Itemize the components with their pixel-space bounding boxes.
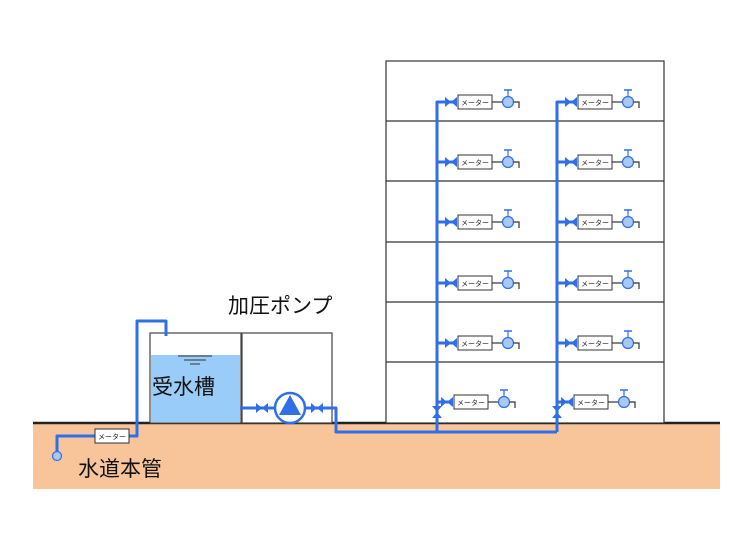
svg-text:メーター: メーター bbox=[581, 98, 609, 107]
tank-water bbox=[151, 355, 240, 422]
svg-text:メーター: メーター bbox=[98, 432, 126, 441]
svg-text:メーター: メーター bbox=[461, 218, 489, 227]
svg-text:メーター: メーター bbox=[461, 98, 489, 107]
water-level-mark bbox=[178, 355, 212, 365]
street-water-meter: メーター bbox=[94, 428, 130, 444]
unit-water-meter: メーター bbox=[573, 394, 609, 410]
svg-text:メーター: メーター bbox=[581, 279, 609, 288]
svg-text:メーター: メーター bbox=[461, 158, 489, 167]
unit-water-meter: メーター bbox=[457, 335, 493, 351]
unit-water-meter: メーター bbox=[577, 275, 613, 291]
svg-text:メーター: メーター bbox=[581, 218, 609, 227]
pump-inlet-valve-icon bbox=[256, 403, 268, 413]
ground bbox=[33, 424, 720, 489]
water-main-label: 水道本管 bbox=[78, 457, 162, 481]
booster-pump-label: 加圧ポンプ bbox=[228, 294, 333, 318]
water-main-icon bbox=[51, 450, 63, 462]
svg-text:メーター: メーター bbox=[581, 158, 609, 167]
pump-outlet-valve-icon bbox=[311, 403, 323, 413]
unit-water-meter: メーター bbox=[453, 394, 489, 410]
unit-water-meter: メーター bbox=[577, 335, 613, 351]
unit-fixtures: メーターメーターメーターメーターメーターメーターメーターメーターメーターメーター… bbox=[441, 89, 640, 410]
unit-water-meter: メーター bbox=[457, 214, 493, 230]
booster-pump-icon bbox=[273, 391, 307, 425]
unit-water-meter: メーター bbox=[577, 94, 613, 110]
unit-water-meter: メーター bbox=[457, 275, 493, 291]
svg-text:メーター: メーター bbox=[461, 279, 489, 288]
unit-water-meter: メーター bbox=[577, 214, 613, 230]
unit-water-meter: メーター bbox=[457, 94, 493, 110]
unit-water-meter: メーター bbox=[577, 154, 613, 170]
svg-text:メーター: メーター bbox=[461, 339, 489, 348]
svg-text:メーター: メーター bbox=[581, 339, 609, 348]
riser-valve-icon bbox=[552, 406, 562, 418]
unit-water-meter: メーター bbox=[457, 154, 493, 170]
riser-valve-icon bbox=[432, 406, 442, 418]
svg-text:メーター: メーター bbox=[577, 398, 605, 407]
building bbox=[385, 60, 665, 424]
svg-text:メーター: メーター bbox=[457, 398, 485, 407]
receiving-tank-label: 受水槽 bbox=[152, 375, 215, 399]
